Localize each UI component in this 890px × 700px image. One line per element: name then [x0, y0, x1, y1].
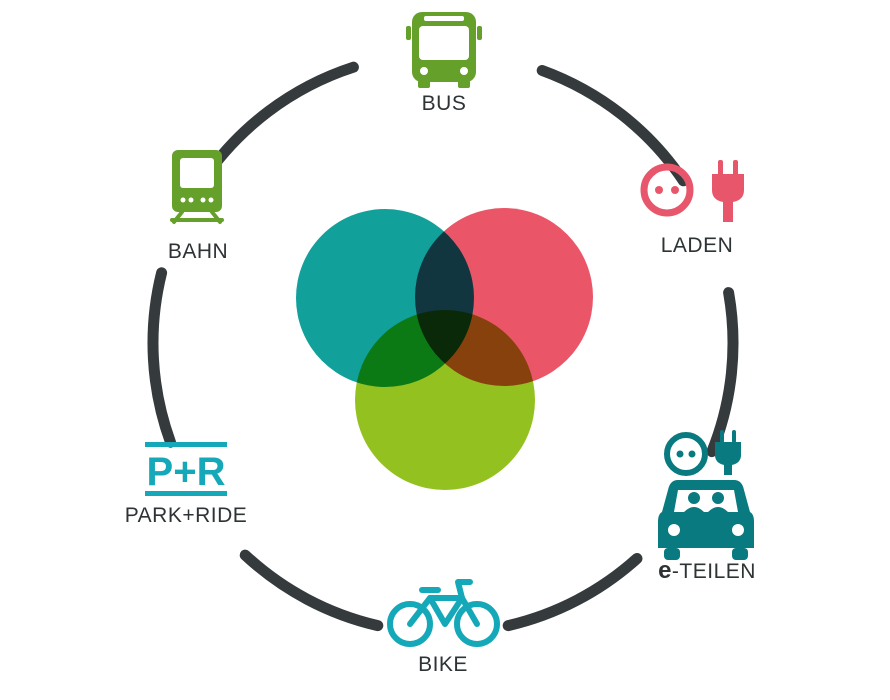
ring-arc-3 — [706, 287, 739, 458]
tram-icon — [170, 150, 224, 224]
bus-icon — [406, 12, 482, 88]
venn-circle-green — [355, 310, 535, 490]
eteilen-prefix: e — [658, 557, 672, 584]
plug-icon — [712, 160, 744, 222]
car-sharing-icon — [658, 430, 754, 560]
bike-label: BIKE — [418, 653, 468, 676]
bus-label: BUS — [421, 92, 467, 115]
power-socket-plug-icon — [640, 160, 744, 222]
socket-icon — [640, 163, 694, 217]
bicycle-icon — [387, 579, 500, 647]
park-and-ride-badge-text: P+R — [147, 450, 226, 494]
bahn-label: BAHN — [167, 240, 229, 263]
venn-diagram — [296, 208, 593, 490]
ring-arc-6 — [147, 267, 176, 448]
park-and-ride-sign: P+R — [145, 442, 227, 496]
ring-arc-4 — [502, 553, 643, 632]
ring-arc-5 — [239, 549, 384, 632]
ring-arc-1 — [197, 61, 359, 187]
park-ride-label: PARK+RIDE — [124, 504, 248, 527]
eteilen-suffix: -TEILEN — [671, 560, 756, 583]
laden-label: LADEN — [660, 234, 734, 257]
eteilen-label: e-TEILEN — [658, 557, 756, 585]
